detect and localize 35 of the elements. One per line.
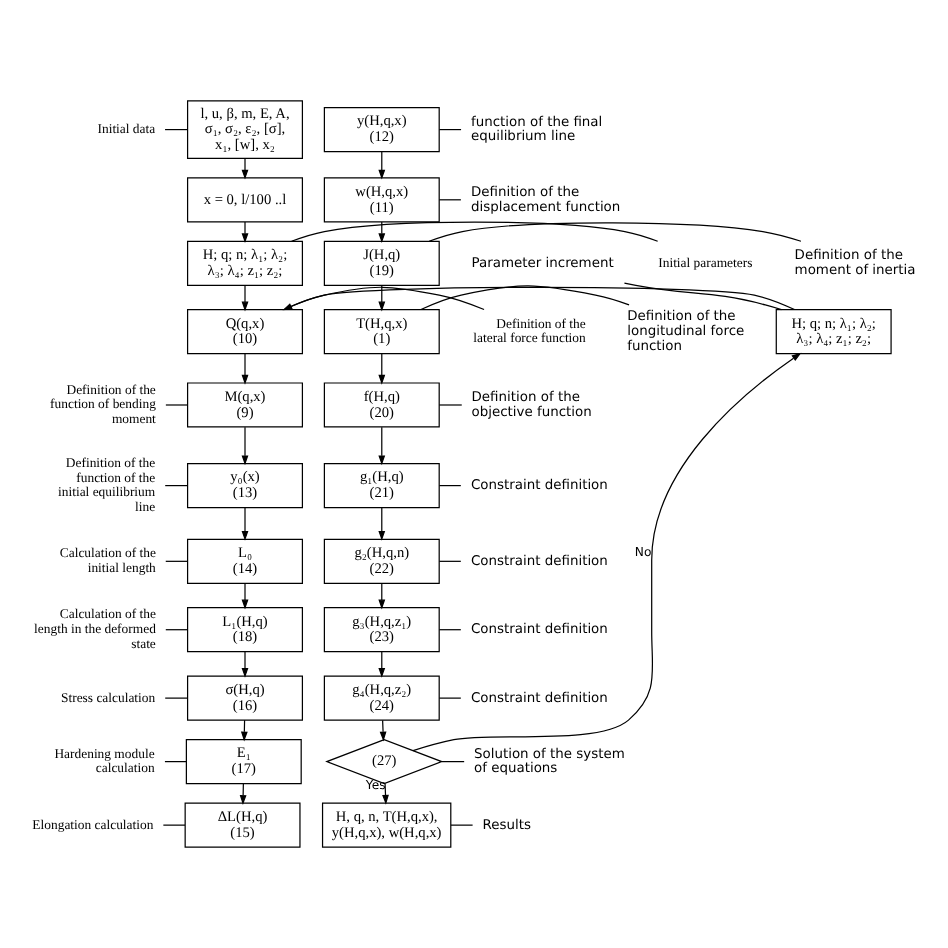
connector [162,824,186,826]
connector [438,697,462,699]
arrow [241,507,249,541]
arrow [379,719,387,742]
arrow [378,151,386,180]
arrow [241,157,249,180]
connector [438,485,462,487]
arrow [378,353,386,385]
connector [623,282,782,311]
connector [164,761,187,763]
arrow [241,426,249,466]
connector [450,824,474,826]
connector [441,761,465,763]
connector [438,560,462,562]
connector [420,285,630,311]
arrow [241,221,249,244]
arrow [241,284,249,312]
connector [438,404,463,406]
connector [165,560,189,562]
arrow [241,582,249,610]
connector [438,629,462,631]
arrow [378,426,386,466]
arrow [382,782,389,805]
connector [438,129,462,131]
connector [164,697,188,699]
connector [165,629,189,631]
connector [164,485,188,487]
connector [428,222,802,242]
arrow [378,507,386,541]
arrow [412,352,802,752]
connector [438,199,462,201]
connector [164,129,189,131]
arrow [241,651,249,678]
arrow [241,353,249,385]
connector [165,404,189,406]
